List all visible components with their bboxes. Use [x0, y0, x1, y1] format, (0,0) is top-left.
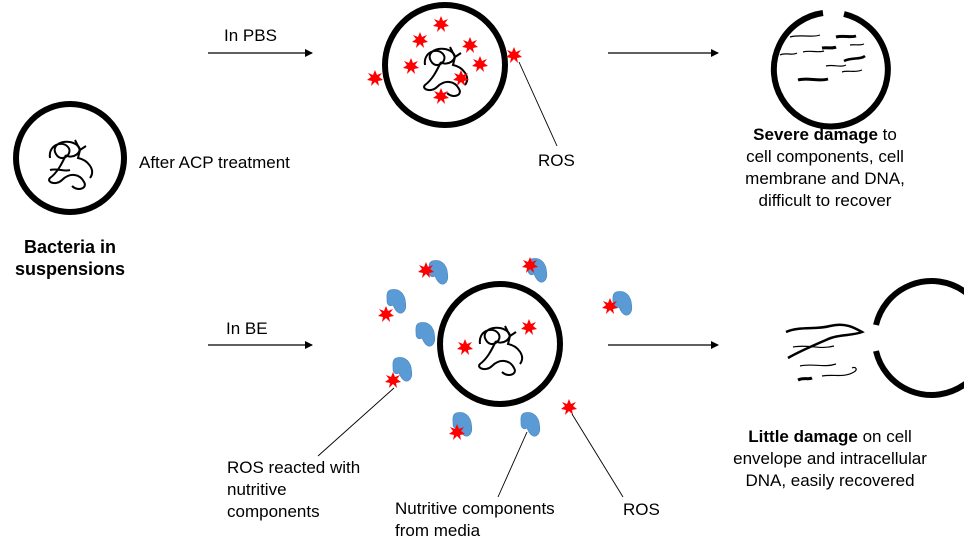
- ros-pointer-top: [518, 61, 558, 147]
- nutritive-line2: from media: [395, 521, 481, 540]
- severe-bold: Severe damage: [753, 125, 878, 144]
- little-line1: Little damage on cell: [710, 426, 950, 448]
- bacteria-title-line1: Bacteria in: [23, 237, 117, 257]
- dna-intact-recovered: [785, 323, 865, 382]
- ros-inside-pbs: [403, 16, 488, 104]
- after-acp-label: After ACP treatment: [139, 153, 290, 172]
- dna-tangle-pbs: [423, 46, 469, 97]
- dna-tangle-be: [478, 325, 524, 376]
- ros-reacted-line2: nutritive: [227, 480, 287, 499]
- ros-label-top: ROS: [538, 151, 575, 170]
- damaged-cell: [770, 10, 891, 130]
- ros-label-bottom: ROS: [623, 500, 660, 519]
- ros-reacted-line1: ROS reacted with: [227, 458, 361, 477]
- nutritive-line1: Nutritive components: [395, 499, 555, 518]
- in-pbs-label: In PBS: [224, 26, 277, 45]
- ros-reacted-label: ROS reacted with nutritive components: [227, 457, 360, 523]
- severe-line1: Severe damage to: [715, 124, 935, 146]
- dna-fragments-damaged: [779, 34, 866, 82]
- pointer-ros-reacted: [317, 387, 395, 457]
- severe-line3: membrane and DNA,: [745, 169, 905, 188]
- little-damage-text: Little damage on cell envelope and intra…: [710, 426, 950, 492]
- little-line3: DNA, easily recovered: [745, 471, 915, 490]
- dna-tangle-initial: [48, 139, 94, 190]
- in-be-label: In BE: [226, 319, 268, 338]
- bacteria-title: Bacteria in suspensions: [0, 236, 140, 280]
- nutritive-label: Nutritive components from media: [395, 498, 555, 542]
- ros-pointer-bottom: [571, 413, 624, 498]
- ros-reacted-line3: components: [227, 502, 320, 521]
- severe-line2: cell components, cell: [746, 147, 904, 166]
- little-bold: Little damage: [748, 427, 858, 446]
- bacterium-in-be: [437, 281, 563, 407]
- ros-inside-be: [457, 319, 537, 355]
- severe-damage-text: Severe damage to cell components, cell m…: [715, 124, 935, 212]
- little-rest: on cell: [857, 427, 912, 446]
- bacteria-title-line2: suspensions: [14, 259, 126, 279]
- severe-rest: to: [877, 125, 897, 144]
- little-line2: envelope and intracellular: [733, 449, 927, 468]
- pointer-nutritive: [497, 431, 528, 498]
- bacterium-initial: [13, 101, 127, 215]
- ros-outside-pbs: [367, 47, 522, 86]
- recovered-cell: [785, 278, 964, 398]
- bacterium-in-pbs: [367, 2, 522, 128]
- severe-line4: difficult to recover: [758, 191, 892, 210]
